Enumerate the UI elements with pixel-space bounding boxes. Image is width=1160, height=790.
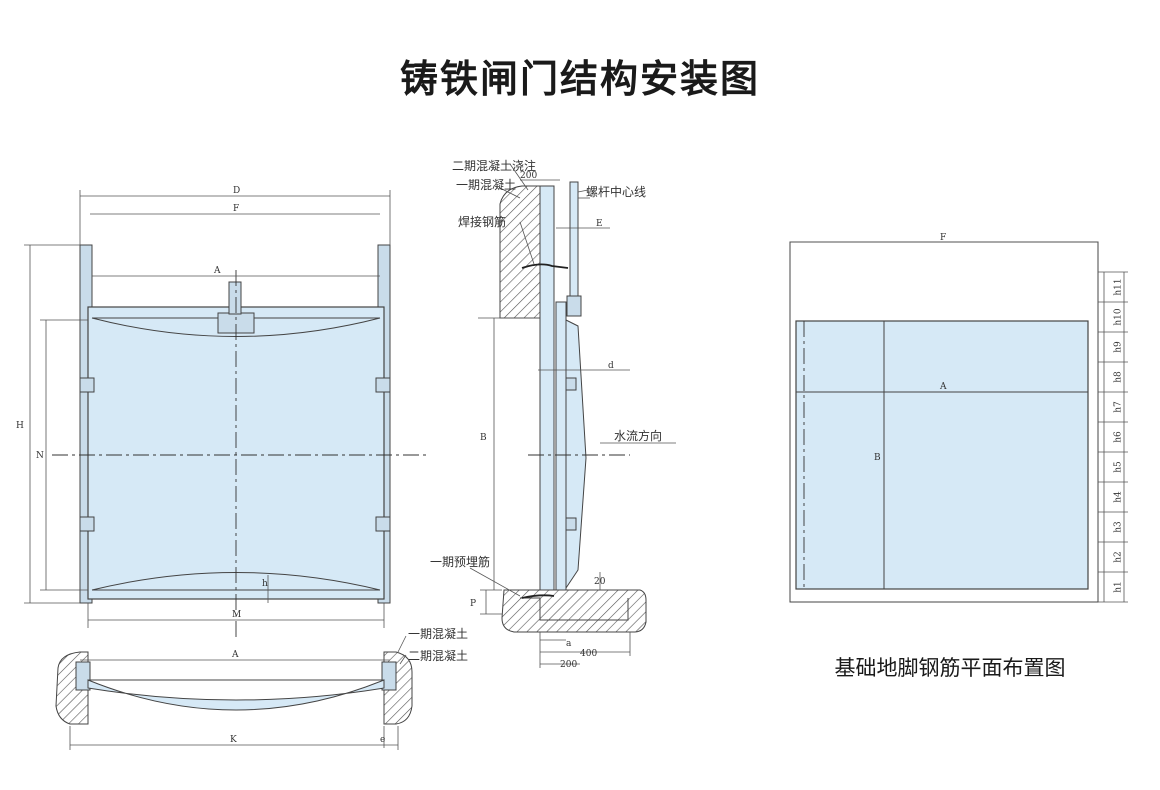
dim-d: d [608,361,614,371]
section-view: 二期混凝土浇注 一期混凝土 焊接钢筋 螺杆中心线 水流方向 一期预埋筋 200 … [430,158,676,670]
front-view: D F A H N M h [16,186,430,640]
weld-rebar [521,263,569,269]
dim-B: B [480,433,487,443]
stem-connector [228,281,242,315]
dim-a: a [566,639,572,649]
h-dimension-scale: h11 h10 h9 h8 h7 h6 h5 h4 h3 h2 h1 [1098,271,1128,603]
dim-h: h [262,579,268,589]
embedded-rebar [521,594,555,599]
upper-concrete [499,185,541,319]
dim-E: E [596,219,603,229]
dim-N: N [36,451,44,461]
dim-20: 20 [594,577,606,587]
h-label-h5: h5 [1114,461,1124,473]
h-label-h6: h6 [1114,431,1124,443]
drawing-title: 铸铁闸门结构安装图 [399,56,760,101]
label-weld-rebar: 焊接钢筋 [458,214,506,229]
top-dim-A: A [231,650,239,660]
bottom-concrete [501,589,647,633]
plan-view: F A B h11 h10 h9 h8 h7 h6 h5 h4 h3 h2 h1 [789,233,1128,603]
h-label-h1: h1 [1114,581,1124,593]
dim-A: A [213,266,221,276]
dim-D: D [233,186,240,196]
label-second-concrete: 二期混凝土 [408,648,468,663]
h-label-h8: h8 [1114,371,1124,383]
dim-400: 400 [580,649,597,659]
plan-foundation-area [795,320,1089,590]
h-label-h10: h10 [1114,308,1124,326]
guide-rail [555,301,567,593]
dim-200-top: 200 [520,171,537,181]
plan-view-title: 基础地脚钢筋平面布置图 [834,656,1066,680]
wedge-block [79,516,95,532]
label-first-concrete-section: 一期混凝土 [456,177,516,192]
plan-dim-A: A [939,382,947,392]
label-second-pour: 二期混凝土浇注 [452,158,536,173]
stem-head [566,295,582,317]
gate-profile [565,319,587,590]
h-label-h9: h9 [1114,341,1124,353]
top-dim-K: K [230,735,237,745]
plan-dim-F: F [940,233,946,243]
plan-dim-B: B [874,453,881,463]
dim-F: F [233,204,239,214]
gate-section [87,679,385,711]
label-embedded-rebar: 一期预埋筋 [430,554,490,569]
stem [569,181,579,301]
top-dim-e: e [380,735,385,745]
h-label-h3: h3 [1114,521,1124,533]
dim-H: H [16,421,24,431]
h-label-h2: h2 [1114,551,1124,563]
wedge-block [79,377,95,393]
label-bolt-center: 螺杆中心线 [586,184,646,199]
dim-P: P [470,599,476,609]
label-flow-direction: 水流方向 [614,428,662,443]
wedge-block [375,377,391,393]
top-view: A K e 一期混凝土 二期混凝土 [55,626,468,750]
label-first-concrete: 一期混凝土 [408,626,468,641]
h-label-h4: h4 [1114,491,1124,503]
dim-M: M [232,610,241,620]
dim-200-bottom: 200 [560,660,577,670]
wedge-block [375,516,391,532]
h-label-h11: h11 [1114,278,1124,295]
h-label-h7: h7 [1114,401,1124,413]
wall-frame [539,185,555,595]
left-guide-section [75,661,91,691]
right-guide-section [381,661,397,691]
